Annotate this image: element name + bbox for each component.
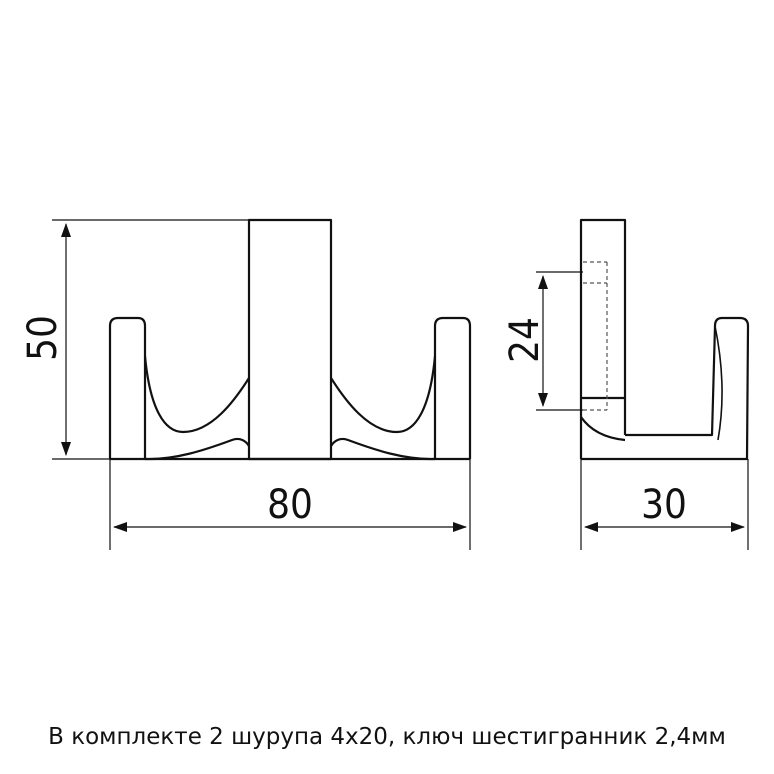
side-hidden-lines [583,261,608,411]
right-web-lower [330,437,436,461]
left-web-upper [143,355,250,434]
side-inner-curve [580,416,626,442]
dimension-depth [580,459,749,550]
package-contents-caption: В комплекте 2 шурупа 4х20, ключ шестигра… [48,724,726,750]
height-label: 50 [20,315,66,361]
hole-spacing-label: 24 [502,317,548,363]
left-web-lower [144,437,250,461]
left-arm [108,316,147,459]
dimension-hole-spacing [536,271,583,411]
side-hook-inner-edge [714,325,723,441]
center-block [247,218,333,461]
side-wall-plate [579,218,627,459]
side-hook-profile [581,316,750,461]
dimension-width [109,459,471,550]
right-web-upper [330,355,437,434]
width-label: 80 [267,482,313,528]
dimension-height [52,219,249,460]
right-arm [433,316,472,459]
depth-label: 30 [641,482,687,528]
front-view [108,218,472,461]
side-view [579,218,750,461]
